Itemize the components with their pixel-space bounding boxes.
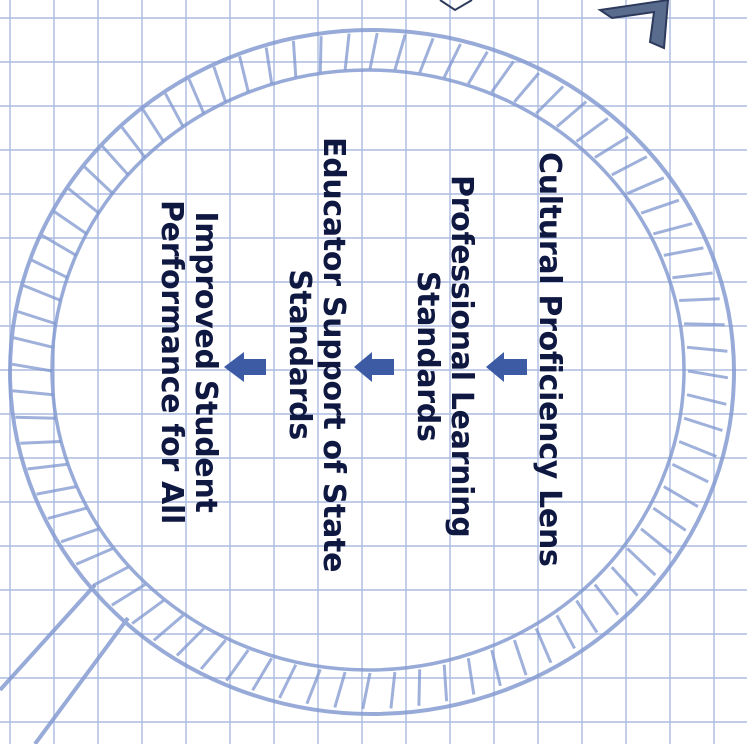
rim-hatch-stroke — [15, 417, 56, 418]
rim-hatch-stroke — [420, 38, 433, 72]
rim-hatch-stroke — [112, 585, 145, 606]
rim-hatch-stroke — [32, 260, 68, 278]
rim-hatch-stroke — [177, 629, 204, 656]
level-3-line-2: Standards — [282, 137, 316, 572]
rim-hatch-stroke — [345, 34, 349, 70]
rim-hatch-stroke — [370, 33, 377, 69]
level-4-label: Improved Student Performance for All — [154, 200, 222, 524]
level-1-line-1: Cultural Proficiency Lens — [532, 152, 566, 567]
flow-arrow-1 — [486, 352, 527, 382]
level-2-line-1: Professional Learning — [444, 175, 478, 537]
flow-arrow-2 — [354, 352, 394, 382]
level-3-line-1: Educator Support of State — [316, 137, 350, 572]
rim-hatch-stroke — [557, 615, 575, 648]
rim-hatch-stroke — [293, 41, 295, 78]
level-1-label: Cultural Proficiency Lens — [532, 152, 566, 567]
rim-hatch-stroke — [54, 212, 86, 234]
rim-hatch-stroke — [444, 44, 460, 77]
rim-hatch-stroke — [664, 487, 698, 507]
rim-hatch-stroke — [76, 549, 113, 565]
level-4-line-1: Improved Student — [188, 200, 222, 524]
rim-hatch-stroke — [201, 640, 226, 669]
rim-hatch-stroke — [468, 52, 487, 84]
rim-hatch-stroke — [13, 391, 53, 395]
rim-hatch-stroke — [20, 442, 61, 444]
rim-hatch-stroke — [536, 86, 563, 113]
rim-hatch-stroke — [320, 36, 321, 72]
rim-hatch-stroke — [132, 601, 163, 624]
rim-hatch-stroke — [143, 110, 164, 142]
level-3-label: Educator Support of State Standards — [282, 137, 350, 572]
rim-hatch-stroke — [395, 35, 405, 70]
rim-hatch-stroke — [595, 137, 628, 158]
rim-hatch-stroke — [154, 615, 183, 640]
rim-hatch-stroke — [612, 567, 638, 596]
rim-hatch-stroke — [612, 157, 647, 175]
rim-hatch-stroke — [627, 178, 664, 194]
rim-hatch-stroke — [14, 338, 53, 348]
rim-hatch-stroke — [280, 665, 296, 698]
rim-hatch-stroke — [577, 118, 608, 141]
rim-hatch-stroke — [672, 464, 708, 482]
rim-hatch-stroke — [214, 67, 226, 102]
rim-hatch-stroke — [37, 487, 77, 495]
rim-hatch-stroke — [688, 371, 728, 378]
rim-hatch-stroke — [627, 549, 655, 576]
rim-hatch-stroke — [679, 299, 720, 301]
rim-hatch-stroke — [266, 48, 272, 84]
rim-hatch-stroke — [514, 640, 526, 675]
rim-hatch-stroke — [577, 601, 598, 633]
rim-hatch-stroke — [165, 94, 183, 127]
rim-hatch-stroke — [24, 286, 61, 301]
rim-hatch-stroke — [468, 658, 474, 694]
rim-hatch-stroke — [672, 273, 712, 278]
rim-hatch-stroke — [684, 324, 725, 325]
level-2-line-2: Standards — [410, 175, 444, 537]
rim-hatch-stroke — [679, 442, 716, 457]
partial-sketch-letter — [440, 0, 668, 48]
rim-hatch-stroke — [61, 529, 99, 542]
level-2-label: Professional Learning Standards — [410, 175, 478, 537]
rim-hatch-stroke — [684, 418, 722, 430]
rim-hatch-stroke — [641, 529, 671, 554]
rim-hatch-stroke — [514, 73, 539, 102]
rim-hatch-stroke — [18, 312, 56, 324]
rim-hatch-stroke — [189, 79, 204, 113]
rim-hatch-stroke — [492, 650, 501, 686]
rim-hatch-stroke — [444, 665, 446, 702]
rim-hatch-stroke — [641, 200, 679, 213]
rim-hatch-stroke — [253, 658, 272, 690]
rim-hatch-stroke — [27, 464, 67, 469]
magnifying-glass-sketch — [0, 30, 734, 744]
rim-hatch-stroke — [419, 669, 420, 706]
rim-hatch-stroke — [687, 347, 727, 351]
level-4-line-2: Performance for All — [154, 200, 188, 524]
rim-hatch-stroke — [595, 585, 618, 615]
rim-hatch-stroke — [687, 395, 726, 405]
rim-hatch-stroke — [69, 189, 99, 214]
rim-hatch-stroke — [653, 224, 692, 234]
rim-hatch-stroke — [492, 61, 514, 92]
